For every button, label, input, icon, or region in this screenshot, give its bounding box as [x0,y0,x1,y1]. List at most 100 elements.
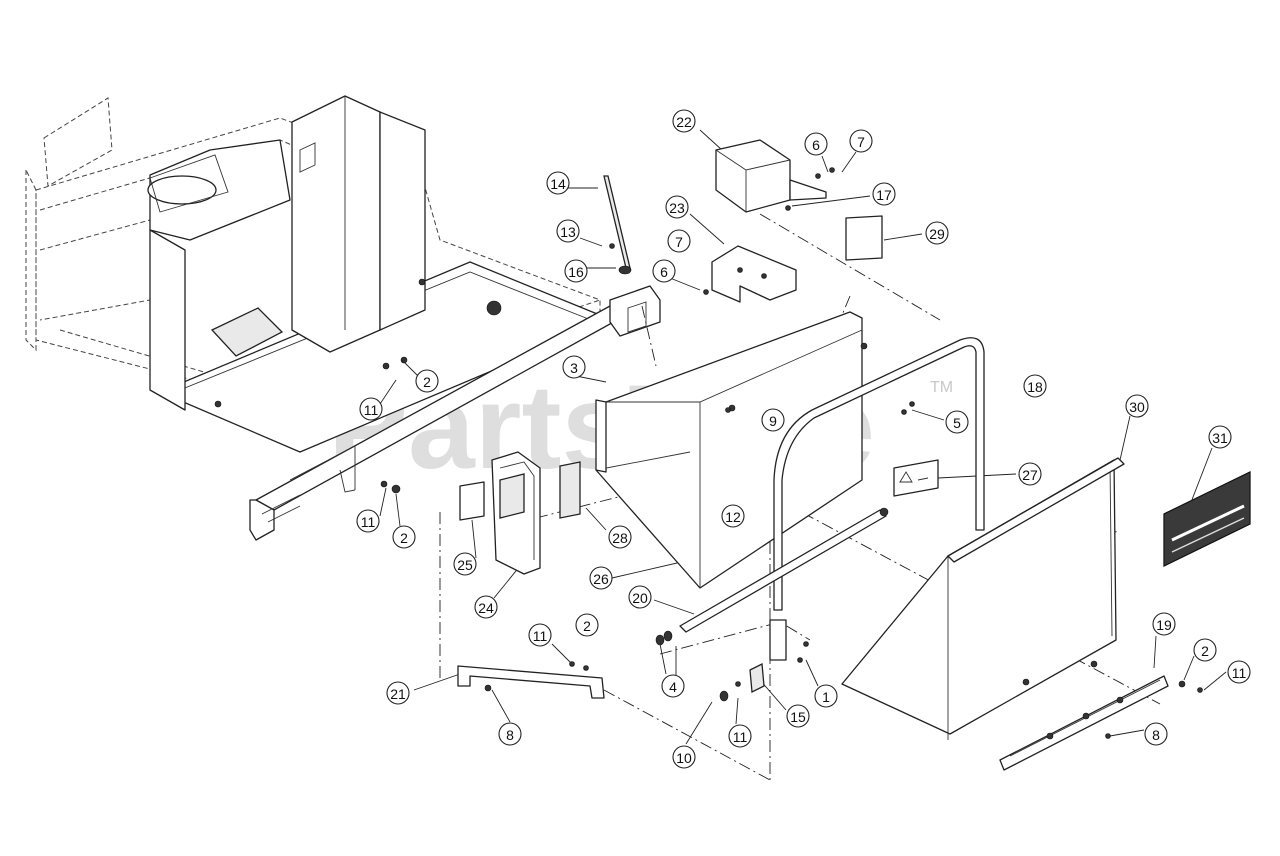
callout-number: 11 [364,402,379,418]
callout-circle [925,221,949,245]
callout-circle [546,171,570,195]
callout-c11d: 11 [1227,660,1251,684]
callout-circle [1018,462,1042,486]
hopper-bag [841,457,1125,740]
callout-number: 15 [790,709,806,725]
callout-number: 27 [1022,467,1038,483]
cover [491,451,541,575]
mower-chassis [25,95,661,541]
callout-c8b: 8 [1144,722,1168,746]
hardware [569,167,1203,739]
callout-number: 19 [1156,617,1172,633]
callout-c11e: 11 [728,724,752,748]
callout-c23: 23 [665,195,689,219]
callout-c14: 14 [546,171,570,195]
callout-number: 2 [400,530,408,546]
callout-circle [589,566,613,590]
callout-number: 26 [593,571,609,587]
handle [769,337,985,661]
callout-circle [628,585,652,609]
callout-circle [652,259,676,283]
callout-circle [356,509,380,533]
callout-circle [474,595,498,619]
callout-circle [575,613,599,637]
callout-number: 2 [423,374,431,390]
callout-circle [1208,425,1232,449]
callout-circle [672,745,696,769]
callout-c28: 28 [608,525,632,549]
callout-circle [386,681,410,705]
callout-number: 1 [822,689,830,705]
callout-number: 6 [660,264,668,280]
callout-number: 24 [478,600,494,616]
callout-c6b: 6 [652,259,676,283]
callout-circle [528,623,552,647]
callout-circle [728,724,752,748]
chute-housing [595,311,868,589]
callout-c16: 16 [564,259,588,283]
lower-brace [457,665,605,699]
callout-c20: 20 [628,585,652,609]
control-box [715,139,827,213]
callout-circle [564,259,588,283]
callout-number: 22 [676,114,692,130]
callout-c25: 25 [453,552,477,576]
callout-number: 17 [876,187,892,203]
callout-c11c: 11 [528,623,552,647]
callout-number: 7 [675,234,683,250]
callout-number: 28 [612,530,628,546]
callout-c11b: 11 [356,509,380,533]
callout-number: 23 [669,200,685,216]
rod [603,175,632,275]
callout-number: 2 [1201,643,1209,659]
callout-circle [608,525,632,549]
callout-c13: 13 [556,219,580,243]
callout-c21: 21 [386,681,410,705]
callout-number: 14 [550,176,566,192]
callout-circle [1125,394,1149,418]
callout-circle [814,684,838,708]
callout-c11a: 11 [359,397,383,421]
decal-25 [459,481,485,521]
decal-27 [893,459,939,497]
callout-circle [786,704,810,728]
callout-number: 6 [812,137,820,153]
callout-number: 16 [568,264,584,280]
callout-circle [1227,660,1251,684]
callout-number: 9 [769,413,777,429]
callout-number: 8 [506,727,514,743]
decal-29 [845,215,883,261]
callout-c30: 30 [1125,394,1149,418]
callout-c29: 29 [925,221,949,245]
callout-number: 13 [560,224,576,240]
callout-number: 3 [570,360,578,376]
callout-c1: 1 [814,684,838,708]
callout-number: 10 [676,750,692,766]
callout-number: 30 [1129,399,1145,415]
callout-number: 31 [1212,430,1228,446]
decal-31 [1163,470,1251,568]
watermark-trademark: TM [930,379,953,396]
callout-c10: 10 [672,745,696,769]
callout-number: 29 [929,226,945,242]
callout-c2b: 2 [392,525,416,549]
callout-circle [453,552,477,576]
callout-circle [415,369,439,393]
callout-circle [1193,638,1217,662]
callout-circle [498,722,522,746]
callout-number: 2 [583,618,591,634]
callout-circle [804,132,828,156]
callout-number: 18 [1027,379,1043,395]
callout-circle [661,674,685,698]
callout-c26: 26 [589,566,613,590]
callout-c6a: 6 [804,132,828,156]
callout-c31: 31 [1208,425,1232,449]
callout-c5: 5 [945,410,969,434]
callout-c17: 17 [872,182,896,206]
callout-circle [562,355,586,379]
callout-c4: 4 [661,674,685,698]
callout-circle [359,397,383,421]
callout-c27: 27 [1018,462,1042,486]
callout-number: 11 [533,628,548,644]
